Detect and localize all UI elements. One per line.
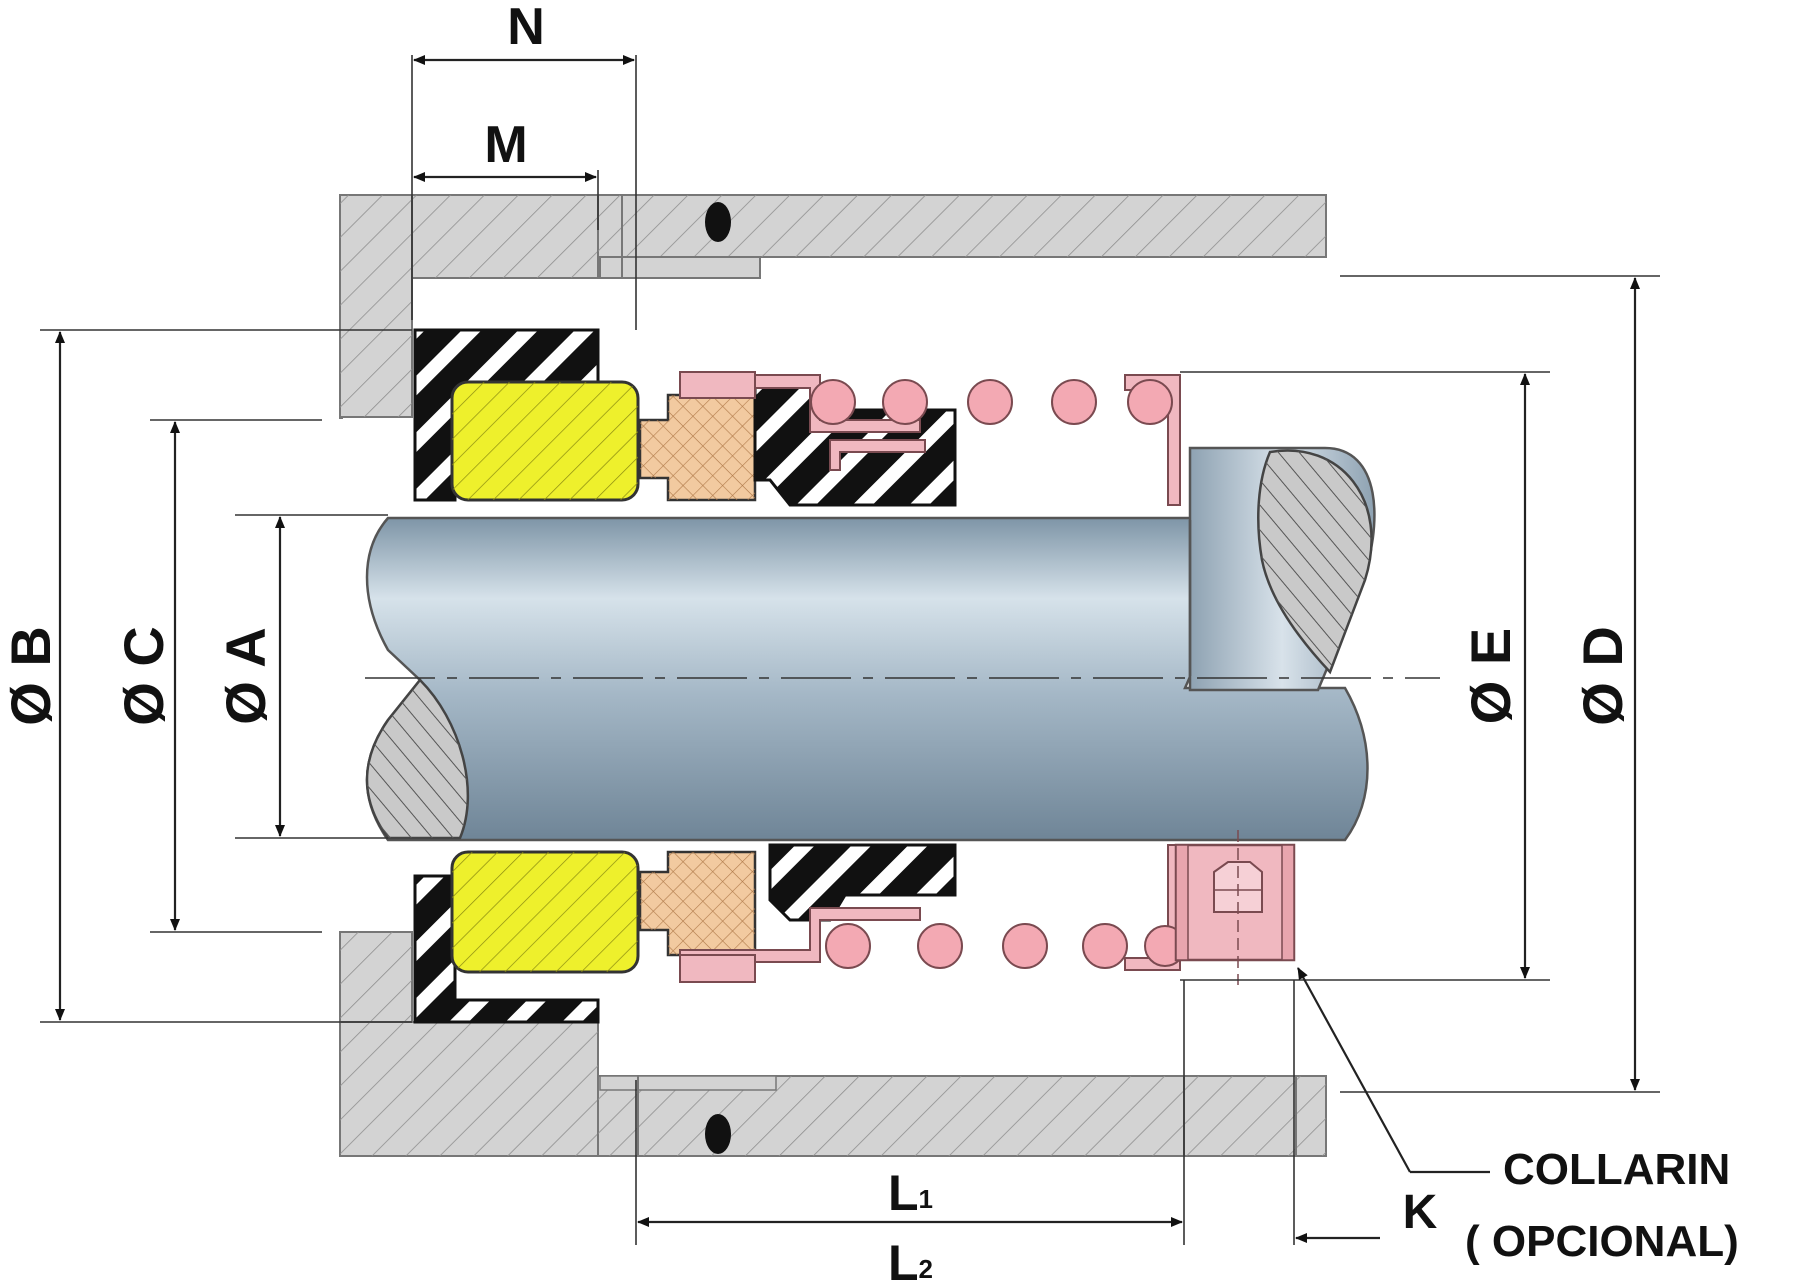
- label-M: M: [484, 116, 527, 174]
- label-diameter-D: Ø D: [1571, 626, 1634, 726]
- label-diameter-C: Ø C: [112, 626, 175, 726]
- label-L2: L2: [888, 1235, 933, 1288]
- label-collarin: COLLARIN: [1503, 1145, 1730, 1194]
- spring-coils-top: [810, 379, 1173, 425]
- dimension-lines: [40, 55, 1660, 1245]
- o-ring-top: [705, 202, 731, 242]
- elastomer-boot-top: [413, 328, 600, 502]
- spring-holder-top: [1124, 374, 1181, 506]
- seal-bottom: [413, 830, 1296, 1024]
- label-N: N: [507, 0, 545, 56]
- housing-bottom: [339, 931, 1327, 1157]
- label-diameter-A: Ø A: [214, 627, 277, 724]
- seal-top: [413, 328, 1181, 507]
- labels: N M Ø B Ø C Ø A Ø E Ø D L1 L2 K COLLARIN…: [0, 0, 1739, 1288]
- label-diameter-E: Ø E: [1459, 628, 1522, 724]
- collar: [1174, 830, 1296, 985]
- housing-top: [339, 194, 1327, 419]
- label-K: K: [1403, 1186, 1438, 1239]
- shaft: [365, 446, 1376, 842]
- label-diameter-B: Ø B: [0, 626, 62, 726]
- o-ring-bottom: [705, 1114, 731, 1154]
- label-L1: L1: [888, 1165, 933, 1221]
- label-opcional: ( OPCIONAL): [1465, 1217, 1739, 1266]
